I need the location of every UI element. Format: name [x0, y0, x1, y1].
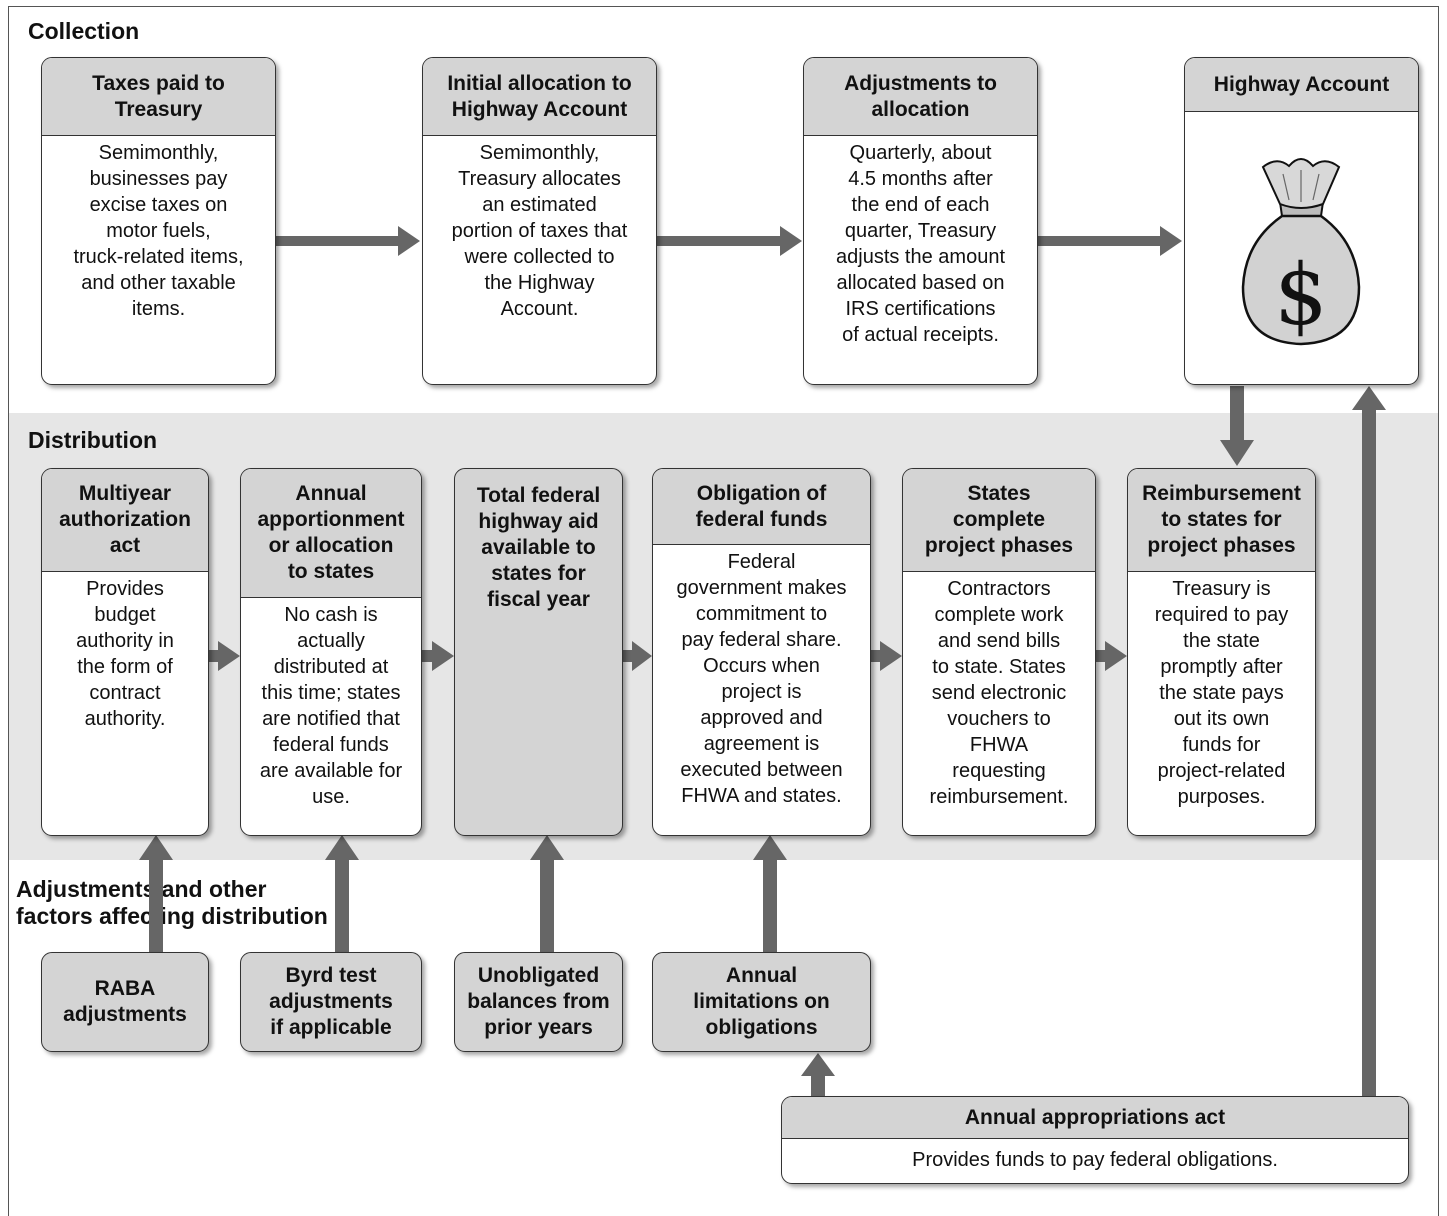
box-adjustments-allocation: Adjustments to allocation Quarterly, abo… [803, 57, 1038, 385]
box-account-title: Highway Account [1185, 58, 1418, 112]
arrow-multiyear-to-annual [209, 641, 240, 671]
section-distribution-label: Distribution [28, 427, 158, 453]
box-annual-appropriations: Annual appropriations act Provides funds… [781, 1096, 1409, 1184]
box-total-title: Total federal highway aid available to s… [476, 484, 601, 611]
arrow-annual-to-total [422, 641, 454, 671]
box-states-complete: States complete project phases Contracto… [902, 468, 1096, 836]
box-adjust-title: Adjustments to allocation [804, 58, 1037, 136]
box-states-title: States complete project phases [903, 469, 1095, 572]
box-multiyear-title: Multiyear authorization act [42, 469, 208, 572]
money-bag-dollar-icon: $ [1241, 158, 1361, 346]
dollar-symbol: $ [1274, 246, 1327, 344]
arrow-adjust-to-account [1038, 226, 1182, 256]
box-reimbursement: Reimbursement to states for project phas… [1127, 468, 1316, 836]
arrow-total-to-obligation [623, 641, 652, 671]
box-adjust-body: Quarterly, about 4.5 months after the en… [836, 142, 1005, 346]
box-byrd-label: Byrd test adjustments if applicable [269, 964, 393, 1039]
box-obligation-body: Federal government makes commitment to p… [676, 551, 847, 807]
box-annual-limitations: Annual limitations on obligations [652, 952, 871, 1052]
arrow-obligation-to-states [871, 641, 902, 671]
box-reimburse-body: Treasury is required to pay the state pr… [1154, 578, 1289, 808]
box-states-body: Contractors complete work and send bills… [929, 578, 1069, 808]
arrow-states-to-reimburse [1096, 641, 1127, 671]
arrow-unobligated-up [530, 835, 564, 953]
arrow-account-to-reimburse [1220, 386, 1254, 466]
section-collection-label: Collection [28, 18, 140, 44]
box-appropriations-title: Annual appropriations act [782, 1097, 1408, 1139]
arrow-appropriations-to-limitations [801, 1053, 835, 1097]
box-initial-body: Semimonthly, Treasury allocates an estim… [451, 142, 628, 320]
box-taxes-body: Semimonthly, businesses pay excise taxes… [73, 142, 244, 320]
box-initial-title: Initial allocation to Highway Account [423, 58, 656, 136]
box-annual-body: No cash is actually distributed at this … [259, 604, 403, 808]
section-adjustments-label: Adjustments and other factors affecting … [16, 876, 328, 929]
box-annual-apportionment: Annual apportionment or allocation to st… [240, 468, 422, 836]
diagram-frame [8, 6, 1439, 1216]
box-raba-adjustments: RABA adjustments [41, 952, 209, 1052]
arrow-byrd-up [325, 835, 359, 953]
arrow-taxes-to-initial [276, 226, 420, 256]
box-taxes-paid: Taxes paid to Treasury Semimonthly, busi… [41, 57, 276, 385]
box-obligation-title: Obligation of federal funds [653, 469, 870, 545]
arrow-initial-to-adjust [657, 226, 802, 256]
box-annual-title: Annual apportionment or allocation to st… [241, 469, 421, 598]
box-limitations-label: Annual limitations on obligations [693, 964, 830, 1039]
box-unobligated-balances: Unobligated balances from prior years [454, 952, 623, 1052]
box-multiyear-body: Provides budget authority in the form of… [76, 578, 174, 730]
box-taxes-title: Taxes paid to Treasury [42, 58, 275, 136]
box-multiyear-authorization: Multiyear authorization act Provides bud… [41, 468, 209, 836]
box-highway-account: Highway Account $ [1184, 57, 1419, 385]
box-appropriations-body: Provides funds to pay federal obligation… [912, 1149, 1278, 1171]
box-obligation-funds: Obligation of federal funds Federal gove… [652, 468, 871, 836]
arrow-appropriations-to-account [1352, 386, 1386, 1097]
box-total-federal-aid: Total federal highway aid available to s… [454, 468, 623, 836]
box-byrd-test: Byrd test adjustments if applicable [240, 952, 422, 1052]
box-raba-label: RABA adjustments [63, 977, 187, 1026]
arrow-limitations-up [753, 835, 787, 953]
box-initial-allocation: Initial allocation to Highway Account Se… [422, 57, 657, 385]
box-unobligated-label: Unobligated balances from prior years [467, 964, 610, 1039]
arrow-raba-up [139, 835, 173, 953]
box-reimburse-title: Reimbursement to states for project phas… [1128, 469, 1315, 572]
